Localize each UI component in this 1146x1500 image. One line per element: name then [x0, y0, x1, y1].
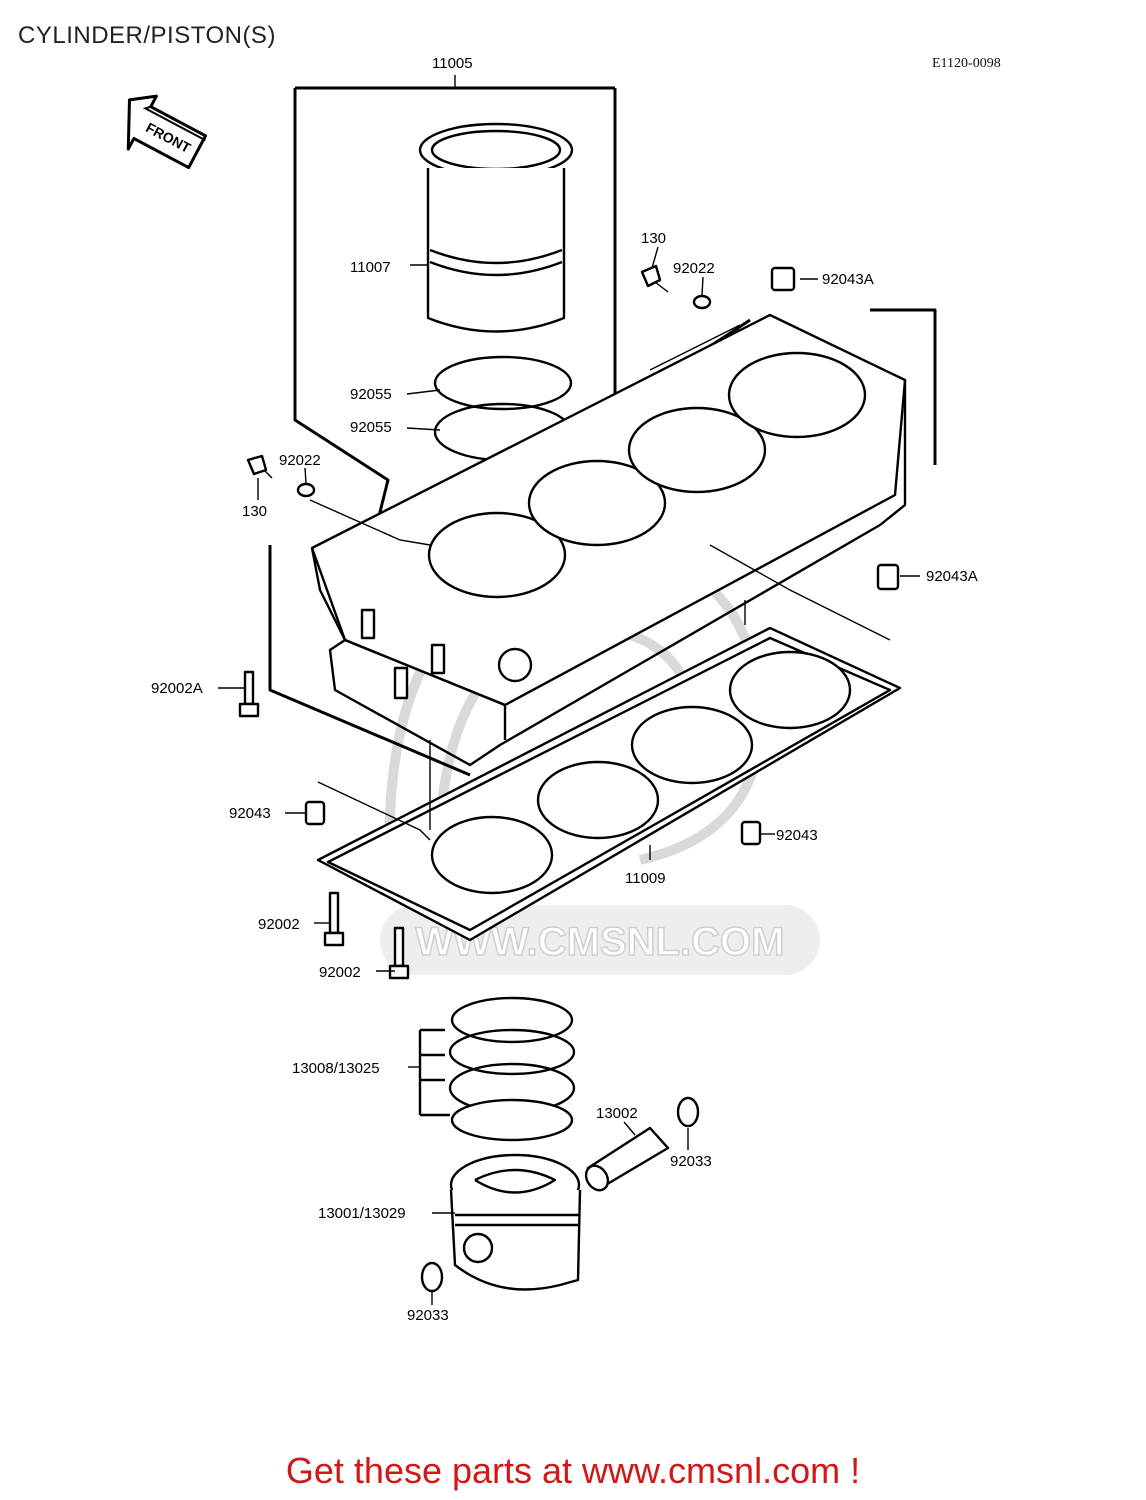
front-arrow-icon: FRONT — [126, 94, 208, 170]
cylinder-sleeve-11007 — [418, 122, 574, 333]
circlip-92033-bottom-icon — [420, 1261, 444, 1293]
circlip-92033-right-icon — [676, 1096, 700, 1128]
part-label-130-left[interactable]: 130 — [242, 503, 267, 520]
diagram-code: E1120-0098 — [932, 56, 1001, 71]
part-label-92055-b[interactable]: 92055 — [350, 419, 392, 436]
part-label-92002A[interactable]: 92002A — [151, 680, 203, 697]
washer-92022-top-icon — [692, 294, 712, 310]
dowel-92043A-right-icon — [876, 563, 900, 591]
part-label-92002-b[interactable]: 92002 — [319, 964, 361, 981]
part-label-92033-bottom[interactable]: 92033 — [407, 1307, 449, 1324]
part-label-130-top[interactable]: 130 — [641, 230, 666, 247]
piston-rings-13008 — [418, 996, 576, 1142]
part-label-92033-right[interactable]: 92033 — [670, 1153, 712, 1170]
part-label-13008-13025[interactable]: 13008/13025 — [292, 1060, 380, 1077]
gasket-11009 — [316, 626, 902, 942]
part-labels: 11005 11007 130 92022 92043A 92055 92055… — [151, 55, 978, 1324]
bolt-92002-b-icon — [388, 926, 410, 980]
page-title: CYLINDER/PISTON(S) — [18, 22, 276, 49]
bolt-92002A-icon — [238, 670, 260, 718]
dowel-92043A-top-icon — [770, 266, 796, 292]
part-label-13001-13029[interactable]: 13001/13029 — [318, 1205, 406, 1222]
part-label-11007[interactable]: 11007 — [350, 259, 391, 276]
part-label-92043A-top[interactable]: 92043A — [822, 271, 874, 288]
part-label-92002-a[interactable]: 92002 — [258, 916, 300, 933]
footer-shop-link[interactable]: Get these parts at www.cmsnl.com ! — [285, 1450, 861, 1491]
bolt-130-left-icon — [246, 454, 273, 479]
part-label-92043-left[interactable]: 92043 — [229, 805, 271, 822]
piston-pin-13002 — [584, 1126, 670, 1192]
part-label-11009[interactable]: 11009 — [625, 870, 666, 887]
part-label-92043A-right[interactable]: 92043A — [926, 568, 978, 585]
piston-13001 — [449, 1153, 582, 1291]
part-label-11005[interactable]: 11005 — [432, 55, 473, 72]
cylinder-block — [310, 313, 907, 767]
dowel-92043-right-icon — [740, 820, 762, 846]
bolt-130-top-icon — [640, 264, 669, 293]
leader-lines — [218, 75, 920, 1305]
part-label-13002[interactable]: 13002 — [596, 1105, 638, 1122]
part-label-92055-a[interactable]: 92055 — [350, 386, 392, 403]
washer-92022-left-icon — [296, 482, 316, 498]
part-label-92022-left[interactable]: 92022 — [279, 452, 321, 469]
bolt-92002-a-icon — [323, 891, 345, 947]
part-label-92043-right[interactable]: 92043 — [776, 827, 818, 844]
part-label-92022-top[interactable]: 92022 — [673, 260, 715, 277]
dowel-92043-left-icon — [304, 800, 326, 826]
